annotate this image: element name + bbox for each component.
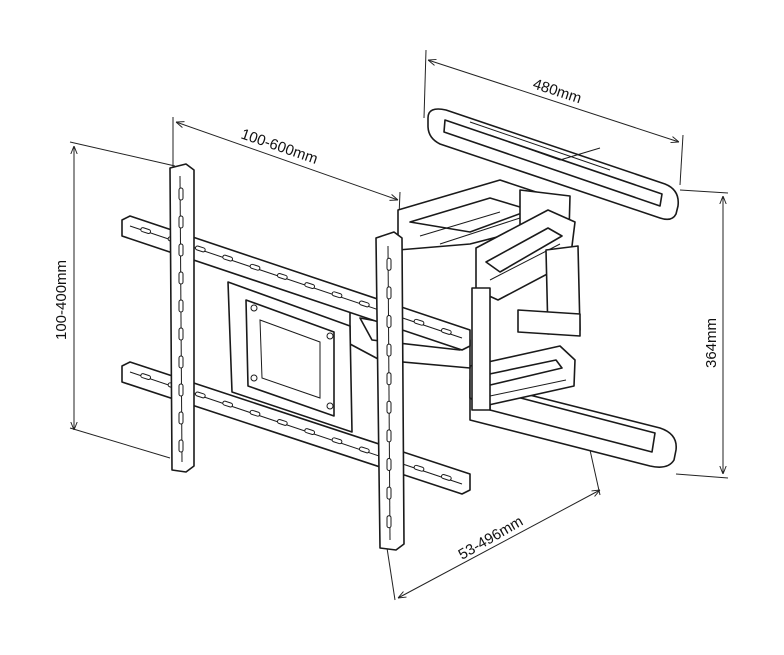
rail-slot: [194, 391, 206, 399]
vertical-slot: [178, 187, 184, 201]
vesa-adapter-plate: [227, 281, 353, 433]
vertical-slot: [386, 343, 392, 357]
vertical-slot: [386, 315, 392, 328]
vertical-slot: [178, 299, 184, 313]
wall-plate-top: [427, 108, 680, 221]
vertical-slot: [178, 327, 184, 341]
vertical-slot: [178, 271, 184, 285]
arm-lower: [469, 287, 576, 411]
dimension-100-600mm: 100-600mm: [172, 117, 401, 241]
dimension-label-100-600: 100-600mm: [239, 126, 320, 168]
rail-slot: [440, 327, 452, 335]
vertical-slot: [178, 383, 184, 397]
vertical-slot: [178, 411, 184, 425]
vertical-slot: [178, 243, 184, 257]
vertical-slot: [386, 257, 392, 271]
dimension-label-100-400: 100-400mm: [53, 260, 70, 340]
rail-slot: [222, 254, 234, 262]
rail-slot: [249, 263, 261, 271]
rail-slot: [276, 418, 288, 426]
rail-slot: [276, 272, 288, 280]
vertical-rail-left: [169, 163, 195, 473]
rail-slot: [413, 318, 425, 326]
vertical-slot: [178, 355, 184, 369]
vertical-slot: [178, 439, 184, 453]
vertical-slot: [386, 486, 392, 500]
rail-slot: [140, 227, 152, 235]
dimension-label-53-496: 53-496mm: [456, 513, 527, 564]
rail-slot: [358, 300, 370, 308]
rail-slot: [304, 428, 316, 436]
arm-middle: [475, 209, 581, 337]
vertical-slot: [178, 215, 184, 229]
vertical-slot: [386, 400, 392, 414]
vertical-slot: [386, 286, 392, 300]
vertical-slot: [386, 372, 392, 386]
rail-slot: [304, 282, 316, 290]
vertical-rail-slots: [178, 187, 392, 529]
dimension-label-364: 364mm: [703, 318, 720, 368]
vertical-slot: [386, 429, 392, 443]
rail-slot: [331, 437, 343, 445]
rail-slot: [413, 464, 425, 472]
rail-slot: [358, 446, 370, 454]
dimension-100-400mm: 100-400mm: [53, 141, 176, 459]
rail-slot: [249, 409, 261, 417]
rail-slot: [140, 373, 152, 381]
vertical-slot: [386, 515, 392, 529]
vertical-slot: [386, 458, 392, 471]
rail-slot: [222, 400, 234, 408]
dimension-364mm: 364mm: [675, 189, 729, 479]
rail-slot: [194, 245, 206, 253]
rail-slot: [331, 291, 343, 299]
rail-slots: [140, 227, 452, 481]
rail-slot: [440, 473, 452, 481]
vertical-rail-right: [375, 231, 405, 551]
